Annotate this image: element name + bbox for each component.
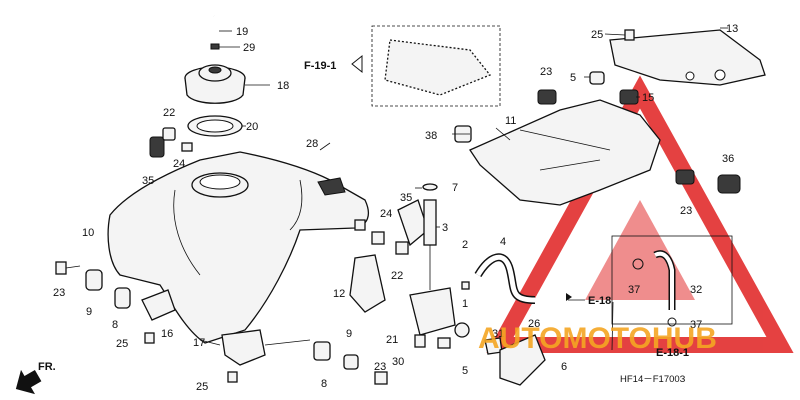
callout-12: 12 — [333, 288, 345, 300]
callout-13: 13 — [726, 23, 738, 35]
callout-28: 25 — [591, 29, 603, 41]
callout-15: 15 — [642, 92, 654, 104]
ref-f-19-1: F-19-1 — [304, 60, 336, 72]
callout-33: 32 — [690, 284, 702, 296]
callout-6: 6 — [561, 361, 567, 373]
callout-5-bottom: 5 — [462, 365, 468, 377]
front-label: FR. — [38, 361, 56, 373]
watermark-text: AUTOMOTOHUB — [478, 322, 717, 355]
callout-16: 16 — [161, 328, 173, 340]
callout-31: 29 — [243, 42, 255, 54]
callout-26-left: 25 — [116, 338, 128, 350]
callout-20: 20 — [246, 121, 258, 133]
callout-10: 10 — [82, 227, 94, 239]
callout-24-right: 23 — [374, 361, 386, 373]
callout-25-mid: 24 — [380, 208, 392, 220]
callout-37: 37 — [690, 319, 702, 331]
callout-25-top: 24 — [173, 158, 185, 170]
callout-34-left: 35 — [142, 175, 154, 187]
callout-27: 26 — [528, 318, 540, 330]
ref-e-18-1: E-18-1 — [656, 347, 689, 359]
callout-4: 4 — [500, 236, 506, 248]
callout-17: 17 — [193, 337, 205, 349]
callout-9-left: 9 — [86, 306, 92, 318]
callout-26-bottom: 25 — [196, 381, 208, 393]
callout-22-mid: 22 — [391, 270, 403, 282]
callout-19: 19 — [236, 26, 248, 38]
callout-1: 1 — [462, 298, 468, 310]
callout-5-top: 5 — [570, 72, 576, 84]
callout-35: 36 — [722, 153, 734, 165]
callout-8-right: 8 — [321, 378, 327, 390]
callout-21: 21 — [386, 334, 398, 346]
callout-2: 2 — [462, 239, 468, 251]
watermark-logo — [486, 75, 794, 353]
watermark-brand: AUTOMOTOHUB — [478, 322, 717, 355]
callout-36: 37 — [628, 284, 640, 296]
callout-38: 38 — [425, 130, 437, 142]
callout-11: 11 — [505, 115, 516, 127]
callout-18: 18 — [277, 80, 289, 92]
callout-29: 28 — [306, 138, 318, 150]
callout-9-right: 9 — [346, 328, 352, 340]
callout-24-left: 23 — [53, 287, 65, 299]
callout-23-right: 23 — [680, 205, 692, 217]
front-direction-arrow: FR. — [15, 361, 56, 395]
figure-code: HF14－F1700З — [620, 374, 686, 385]
callout-3: 3 — [442, 222, 448, 234]
callout-30: 31 — [492, 328, 504, 340]
callout-23-top: 23 — [540, 66, 552, 78]
callout-32: 30 — [392, 356, 404, 368]
callout-7: 7 — [452, 182, 458, 194]
callout-labels: 19 29 18 20 22 24 35 10 23 9 8 16 25 17 … — [53, 23, 738, 393]
callout-34-mid: 35 — [400, 192, 412, 204]
ref-e-18: E-18 — [588, 295, 611, 307]
callout-22-top: 22 — [163, 107, 175, 119]
callout-8-left: 8 — [112, 319, 118, 331]
